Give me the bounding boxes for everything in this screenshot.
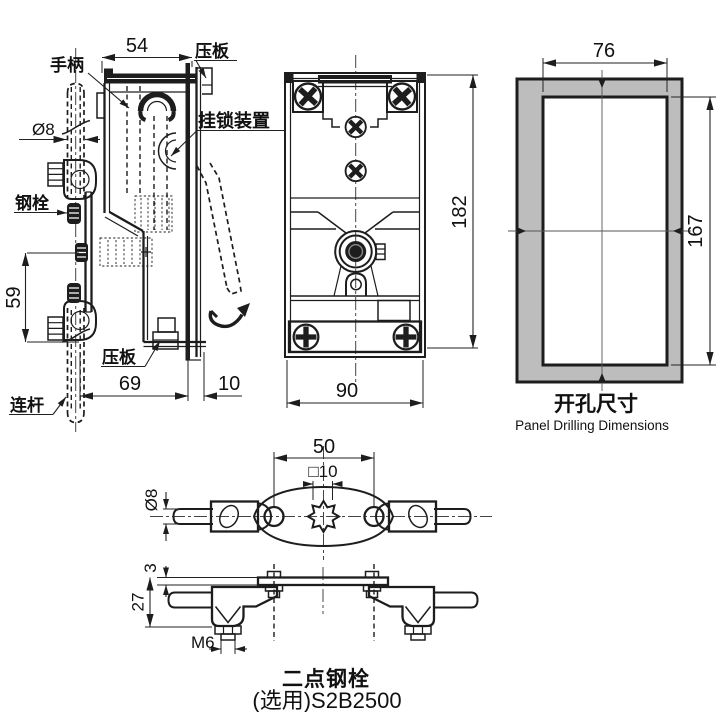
cam-wings (291, 197, 420, 234)
side-view: 54 Ø8 59 69 10 手柄 压板 挂锁装置 (3, 35, 284, 432)
dim-m6: M6 (191, 633, 215, 652)
corner-screw-pads (290, 78, 421, 128)
hidden-mechanism (99, 86, 173, 267)
panel-dimensions: 76 167 (542, 40, 716, 366)
body-outline (284, 72, 426, 358)
pivot-boss (96, 92, 106, 119)
lock-housing (96, 68, 206, 348)
dim-50: 50 (313, 436, 335, 458)
dim-167: 167 (685, 214, 707, 247)
rotation-arrow-icon (208, 303, 250, 329)
pivot-hole-right (363, 505, 385, 528)
bolt-caption-line2: (选用)S2B2500 (252, 688, 401, 712)
dim-dia8: Ø8 (32, 120, 55, 139)
bottom-plate (287, 320, 423, 354)
panel-cutout-view: 76 167 开孔尺寸 Panel Drilling Dimensions (508, 40, 716, 433)
gusset (108, 210, 144, 233)
actuator-rods-side (167, 591, 479, 609)
label-handle: 手柄 (50, 55, 84, 75)
dim-90: 90 (336, 380, 358, 402)
dim-10: 10 (218, 373, 240, 395)
bottom-rail (291, 295, 420, 322)
link-bar (256, 576, 390, 587)
screw-icon (294, 325, 319, 350)
dim-182: 182 (449, 195, 471, 228)
clamp-body-left (210, 585, 279, 641)
lock-cylinder (334, 230, 386, 273)
dim-dia8-bottom: Ø8 (142, 489, 161, 512)
actuator-rods (172, 508, 472, 525)
bolt-top-dimensions: 50 □10 Ø8 (142, 436, 374, 541)
bolt-top-view: 50 □10 Ø8 (142, 436, 492, 560)
break-line (61, 119, 91, 135)
rod-clamp-left (209, 500, 272, 533)
clamp-body-right (367, 585, 436, 641)
panel-caption-en: Panel Drilling Dimensions (515, 418, 669, 433)
pivot-bracket (333, 265, 379, 297)
side-tab (375, 243, 386, 261)
screw-icon (394, 325, 419, 350)
label-steel-bolt: 钢栓 (15, 193, 49, 213)
front-view-dimensions: 182 90 (286, 74, 478, 408)
bolt-side-view: 3 27 M6 二点钢栓 (选用)S2B2500 (129, 563, 479, 712)
dim-69: 69 (119, 373, 141, 395)
label-plate-top: 压板 (195, 41, 230, 61)
bolt-caption-line1: 二点钢栓 (282, 667, 370, 691)
bolt-side-dimensions: 3 27 M6 (129, 563, 258, 654)
dim-76: 76 (593, 40, 615, 62)
side-view-labels: 手柄 压板 挂锁装置 钢栓 压板 连杆 (9, 41, 284, 416)
star-socket-hole (306, 499, 341, 534)
dim-3: 3 (141, 563, 160, 572)
bar-bolts (264, 570, 382, 599)
pressure-plate-bottom-part (152, 317, 179, 350)
dim-54: 54 (126, 35, 148, 57)
cam-plate (252, 485, 395, 548)
label-padlock-device: 挂锁装置 (198, 110, 270, 131)
label-plate-bottom: 压板 (102, 347, 137, 367)
dim-sq10: □10 (308, 462, 337, 481)
dim-59: 59 (3, 286, 25, 308)
side-view-dimensions: 54 Ø8 59 69 10 (3, 35, 242, 401)
label-connecting-rod: 连杆 (10, 395, 44, 415)
pivot-hole-left (263, 505, 285, 528)
dim-27: 27 (129, 593, 148, 612)
handle-rod (61, 82, 91, 199)
break-line (61, 328, 91, 343)
padlock-device-arcs (157, 132, 177, 170)
handle-open-position (196, 162, 242, 295)
front-view: 182 90 (284, 55, 478, 408)
panel-caption-zh: 开孔尺寸 (554, 392, 638, 416)
rod-clamp-right (375, 500, 438, 533)
